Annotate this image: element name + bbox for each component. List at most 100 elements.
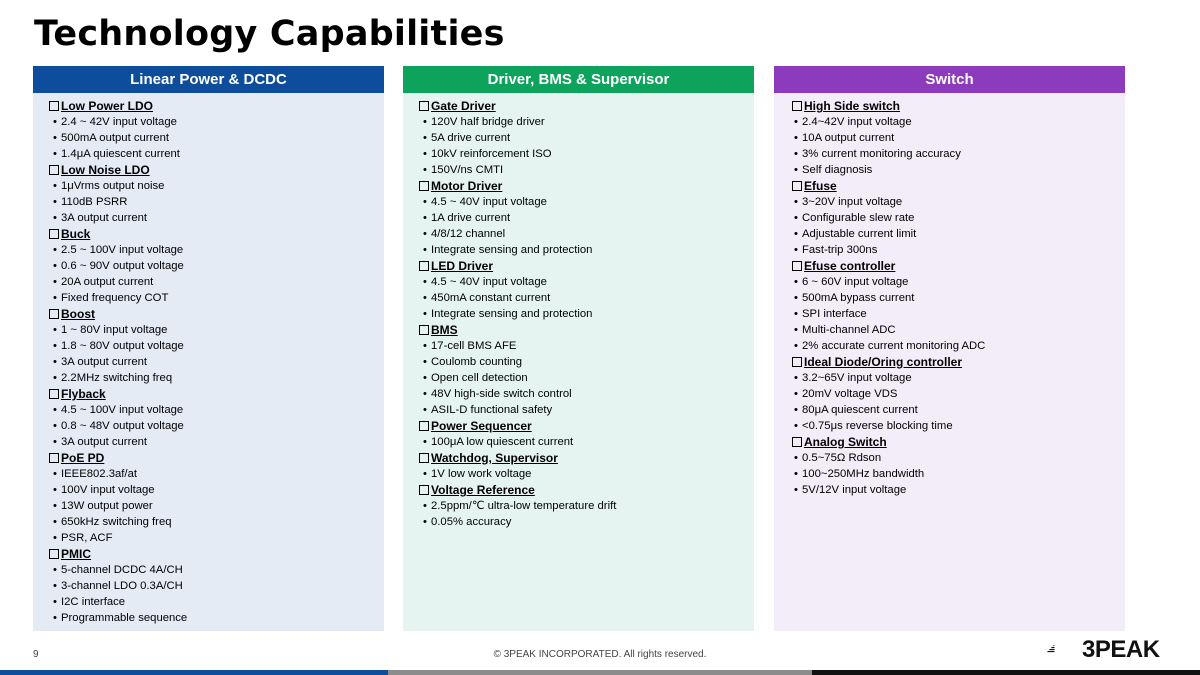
section-title: Watchdog, Supervisor [403, 450, 754, 466]
section-title-label: Low Noise LDO [61, 163, 150, 177]
list-item: 450mA constant current [403, 290, 754, 306]
column-body: Gate Driver120V half bridge driver5A dri… [403, 93, 754, 530]
section: Efuse controller6 ~ 60V input voltage500… [774, 258, 1125, 354]
section-title-label: Gate Driver [431, 99, 496, 113]
section-title: Buck [33, 226, 384, 242]
checkbox-square-icon [419, 261, 429, 271]
section-title: Low Power LDO [33, 98, 384, 114]
list-item: Self diagnosis [774, 162, 1125, 178]
list-item: 2.4 ~ 42V input voltage [33, 114, 384, 130]
section-title: High Side switch [774, 98, 1125, 114]
list-item: 4.5 ~ 40V input voltage [403, 194, 754, 210]
checkbox-square-icon [419, 325, 429, 335]
item-list: 1μVrms output noise110dB PSRR3A output c… [33, 178, 384, 226]
section-title: Gate Driver [403, 98, 754, 114]
list-item: 20A output current [33, 274, 384, 290]
list-item: 6 ~ 60V input voltage [774, 274, 1125, 290]
list-item: 10A output current [774, 130, 1125, 146]
column-body: Low Power LDO2.4 ~ 42V input voltage500m… [33, 93, 384, 626]
list-item: Adjustable current limit [774, 226, 1125, 242]
list-item: 100~250MHz bandwidth [774, 466, 1125, 482]
section-title: LED Driver [403, 258, 754, 274]
checkbox-square-icon [49, 309, 59, 319]
item-list: 0.5~75Ω Rdson100~250MHz bandwidth5V/12V … [774, 450, 1125, 498]
list-item: Configurable slew rate [774, 210, 1125, 226]
list-item: 0.5~75Ω Rdson [774, 450, 1125, 466]
checkbox-square-icon [49, 229, 59, 239]
list-item: 150V/ns CMTI [403, 162, 754, 178]
page-number: 9 [33, 649, 39, 660]
list-item: 100μA low quiescent current [403, 434, 754, 450]
checkbox-square-icon [419, 101, 429, 111]
checkbox-square-icon [49, 101, 59, 111]
section-title-label: Buck [61, 227, 91, 241]
item-list: 4.5 ~ 100V input voltage0.8 ~ 48V output… [33, 402, 384, 450]
list-item: 5-channel DCDC 4A/CH [33, 562, 384, 578]
list-item: ASIL-D functional safety [403, 402, 754, 418]
item-list: 1 ~ 80V input voltage1.8 ~ 80V output vo… [33, 322, 384, 386]
section-title: Boost [33, 306, 384, 322]
section: PoE PDIEEE802.3af/at100V input voltage13… [33, 450, 384, 546]
section-title-label: Analog Switch [804, 435, 887, 449]
section-title-label: Voltage Reference [431, 483, 535, 497]
list-item: 5V/12V input voltage [774, 482, 1125, 498]
checkbox-square-icon [49, 453, 59, 463]
list-item: 2.5 ~ 100V input voltage [33, 242, 384, 258]
list-item: 500mA output current [33, 130, 384, 146]
list-item: 1.8 ~ 80V output voltage [33, 338, 384, 354]
list-item: 80μA quiescent current [774, 402, 1125, 418]
section-title: Efuse controller [774, 258, 1125, 274]
section: Gate Driver120V half bridge driver5A dri… [403, 98, 754, 178]
list-item: Multi-channel ADC [774, 322, 1125, 338]
section-title-label: BMS [431, 323, 458, 337]
checkbox-square-icon [419, 485, 429, 495]
section-title: Low Noise LDO [33, 162, 384, 178]
list-item: 3% current monitoring accuracy [774, 146, 1125, 162]
list-item: 1 ~ 80V input voltage [33, 322, 384, 338]
item-list: 5-channel DCDC 4A/CH3-channel LDO 0.3A/C… [33, 562, 384, 626]
footer-bar-gray [388, 670, 812, 675]
list-item: 1.4μA quiescent current [33, 146, 384, 162]
list-item: 17-cell BMS AFE [403, 338, 754, 354]
section-title-label: Ideal Diode/Oring controller [804, 355, 963, 369]
list-item: Open cell detection [403, 370, 754, 386]
footer-bar-blue [0, 670, 388, 675]
list-item: 2.4~42V input voltage [774, 114, 1125, 130]
checkbox-square-icon [419, 421, 429, 431]
section: High Side switch2.4~42V input voltage10A… [774, 98, 1125, 178]
3peak-logo-icon [1046, 645, 1055, 653]
section-title-label: Low Power LDO [61, 99, 154, 113]
list-item: 3-channel LDO 0.3A/CH [33, 578, 384, 594]
section-title-label: Motor Driver [431, 179, 503, 193]
section: Buck2.5 ~ 100V input voltage0.6 ~ 90V ou… [33, 226, 384, 306]
checkbox-square-icon [792, 261, 802, 271]
list-item: 3A output current [33, 210, 384, 226]
list-item: 20mV voltage VDS [774, 386, 1125, 402]
checkbox-square-icon [419, 181, 429, 191]
list-item: 110dB PSRR [33, 194, 384, 210]
column-switch: Switch High Side switch2.4~42V input vol… [774, 66, 1125, 631]
list-item: 2.2MHz switching freq [33, 370, 384, 386]
section-title-label: Flyback [61, 387, 106, 401]
section-title-label: Efuse [804, 179, 837, 193]
column-body: High Side switch2.4~42V input voltage10A… [774, 93, 1125, 498]
list-item: Fixed frequency COT [33, 290, 384, 306]
logo-text: 3PEAK [1082, 636, 1160, 663]
section: Voltage Reference2.5ppm/℃ ultra-low temp… [403, 482, 754, 530]
section-title: Power Sequencer [403, 418, 754, 434]
column-header: Switch [774, 66, 1125, 93]
list-item: 4/8/12 channel [403, 226, 754, 242]
list-item: 1A drive current [403, 210, 754, 226]
checkbox-square-icon [792, 101, 802, 111]
list-item: Programmable sequence [33, 610, 384, 626]
section-title: Ideal Diode/Oring controller [774, 354, 1125, 370]
column-driver-bms-supervisor: Driver, BMS & Supervisor Gate Driver120V… [403, 66, 754, 631]
section-title-label: Efuse controller [804, 259, 896, 273]
list-item: PSR, ACF [33, 530, 384, 546]
section: Watchdog, Supervisor1V low work voltage [403, 450, 754, 482]
section-title-label: LED Driver [431, 259, 494, 273]
section-title-label: Watchdog, Supervisor [431, 451, 558, 465]
section-title: Motor Driver [403, 178, 754, 194]
checkbox-square-icon [792, 357, 802, 367]
section: Low Noise LDO1μVrms output noise110dB PS… [33, 162, 384, 226]
